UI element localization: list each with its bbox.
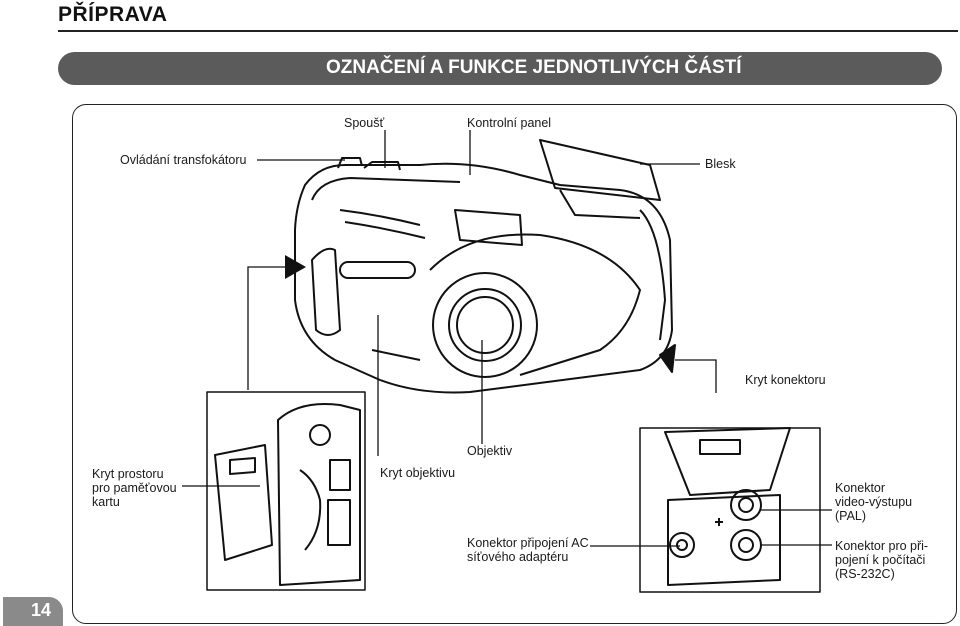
label-flash: Blesk: [705, 157, 736, 171]
camera-illustration: [294, 139, 676, 394]
label-connector-cover: Kryt konektoru: [745, 373, 826, 387]
label-control-panel: Kontrolní panel: [467, 116, 552, 130]
label-pc-connector-1: Konektor pro při-: [835, 539, 929, 553]
page-number: 14: [31, 600, 52, 620]
connector-area-illustration: [664, 427, 791, 586]
label-lens: Objektiv: [467, 444, 513, 458]
label-ac-connector-1: Konektor připojení AC: [467, 536, 589, 550]
label-card-cover-3: kartu: [92, 495, 120, 509]
card-compartment-illustration: [214, 403, 361, 586]
label-video-connector-2: video-výstupu: [835, 495, 913, 509]
section-banner: OZNAČENÍ A FUNKCE JEDNOTLIVÝCH ČÁSTÍ: [58, 52, 942, 85]
arrow-marker: [285, 255, 306, 279]
page-number-tab: 14: [3, 597, 63, 626]
label-video-connector-1: Konektor: [835, 481, 886, 495]
label-lens-cover: Kryt objektivu: [380, 466, 456, 480]
label-zoom-control: Ovládání transfokátoru: [120, 153, 247, 167]
diagram-frame: [72, 104, 957, 624]
label-ac-connector-2: síťového adaptéru: [467, 550, 569, 564]
label-shutter: Spoušť: [344, 116, 385, 130]
label-card-cover-2: pro paměťovou: [92, 481, 177, 495]
label-card-cover-1: Kryt prostoru: [92, 467, 164, 481]
banner-title: OZNAČENÍ A FUNKCE JEDNOTLIVÝCH ČÁSTÍ: [326, 57, 742, 78]
header-divider: [58, 30, 958, 32]
label-pc-connector-2: pojení k počítači: [835, 553, 926, 567]
leader-lines: [182, 130, 832, 547]
label-pc-connector-3: (RS-232C): [835, 567, 895, 581]
page-section-title: PŘÍPRAVA: [58, 3, 168, 26]
label-video-connector-3: (PAL): [835, 509, 867, 523]
